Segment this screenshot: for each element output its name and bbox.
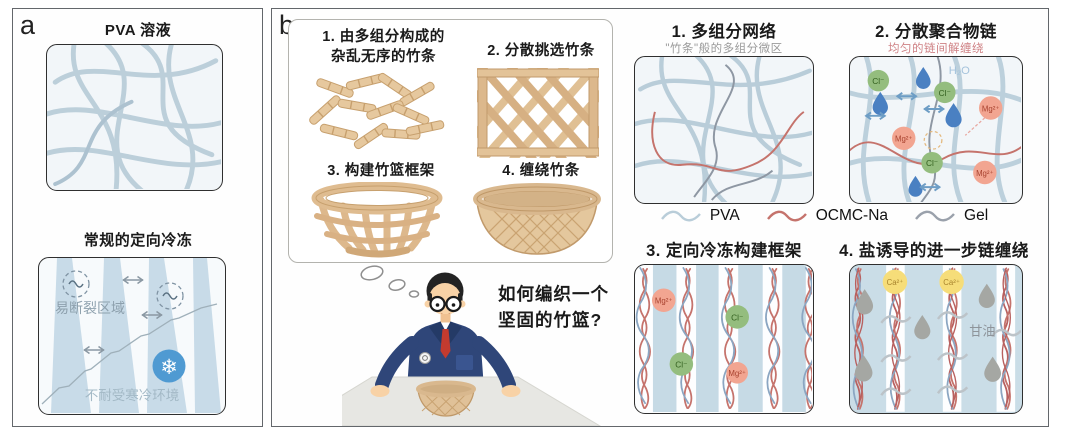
tie xyxy=(440,329,451,359)
legend-item-pva: PVA xyxy=(660,207,740,225)
person xyxy=(407,272,484,389)
section1-subtitle: "竹条"般的多组分微区 xyxy=(665,43,783,55)
step2-title: 2. 分散挑选竹条 xyxy=(487,43,595,59)
chain-legend: PVA OCMC-Na Gel xyxy=(624,207,1024,225)
thinking-person-illustration xyxy=(342,265,601,426)
cl-ion-icon: Cl⁻ xyxy=(921,151,943,174)
stress-circle-icon xyxy=(156,282,184,310)
crack-line xyxy=(41,303,218,405)
panel-a: a PVA 溶液 常规的定向冷冻 xyxy=(12,8,263,427)
ca-ion-icon: Ca²⁺ xyxy=(882,269,908,295)
pva-wave-icon xyxy=(660,210,701,222)
section2-subtitle: 均匀的链间解缠绕 xyxy=(888,43,984,55)
ca-ion-icon: Ca²⁺ xyxy=(939,269,964,295)
cold-env-label: 不耐受寒冷环境 xyxy=(85,387,180,403)
freezing-box: 易断裂区域 ❄ 不耐受寒冷环境 xyxy=(38,257,226,415)
cl-ion-icon: Cl⁻ xyxy=(725,305,749,329)
salt-entangle-illustration: Ca²⁺ Ca²⁺ 甘油 xyxy=(850,265,1021,412)
cl-ion-icon: Cl⁻ xyxy=(934,81,956,104)
mg-ion-icon: Mg²⁺ xyxy=(978,96,1003,120)
freeze-framework-box: Mg²⁺ Cl⁻ Cl⁻ Mg²⁺ xyxy=(634,264,814,414)
step3-title: 3. 构建竹篮框架 xyxy=(327,163,435,179)
svg-text:Ca²⁺: Ca²⁺ xyxy=(943,278,960,287)
cl-ion-icon: Cl⁻ xyxy=(867,69,890,92)
step4-title: 4. 缠绕竹条 xyxy=(502,163,580,179)
multicomponent-network-box xyxy=(634,56,814,204)
basket-frame-illustration xyxy=(311,182,443,258)
h2o-label: H₂O xyxy=(949,65,970,77)
svg-text:Mg²⁺: Mg²⁺ xyxy=(655,297,673,306)
cl-ion-icon: Cl⁻ xyxy=(669,352,694,376)
section3-title: 3. 定向冷冻构建框架 xyxy=(646,242,802,260)
svg-text:Mg²⁺: Mg²⁺ xyxy=(976,169,994,178)
svg-text:Cl⁻: Cl⁻ xyxy=(939,88,951,98)
svg-text:Cl⁻: Cl⁻ xyxy=(731,312,743,322)
legend-item-gel: Gel xyxy=(914,207,988,225)
pva-network-illustration xyxy=(47,45,221,189)
badge-icon xyxy=(419,352,431,364)
svg-text:Mg²⁺: Mg²⁺ xyxy=(895,135,913,144)
fragile-zone-label: 易断裂区域 xyxy=(55,300,125,316)
panel-b: b 1. 由多组分构成的 杂乱无序的竹条 2. 分散挑选竹条 xyxy=(271,8,1049,427)
svg-text:❄: ❄ xyxy=(160,356,178,379)
svg-text:Mg²⁺: Mg²⁺ xyxy=(982,104,1000,113)
stress-circle-icon xyxy=(62,270,90,298)
woven-basket-illustration xyxy=(473,183,601,255)
panel-a-label: a xyxy=(20,10,36,40)
thought-bubbles-icon xyxy=(360,265,420,298)
basket-steps-box: 1. 由多组分构成的 杂乱无序的竹条 2. 分散挑选竹条 xyxy=(288,19,613,263)
mg-ion-icon: Mg²⁺ xyxy=(973,160,997,185)
dispersed-chains-box: H₂O Cl⁻ Cl⁻ Cl⁻ Mg²⁺ Mg²⁺ Mg²⁺ xyxy=(849,56,1023,204)
dispersed-chains-illustration: H₂O Cl⁻ Cl⁻ Cl⁻ Mg²⁺ Mg²⁺ Mg²⁺ xyxy=(850,57,1021,202)
mg-ion-icon: Mg²⁺ xyxy=(651,288,676,313)
step1-title: 1. 由多组分构成的 杂乱无序的竹条 xyxy=(322,29,445,65)
salt-entangle-box: Ca²⁺ Ca²⁺ 甘油 xyxy=(849,264,1023,414)
gel-wave-icon xyxy=(915,210,955,222)
conventional-freezing-title: 常规的定向冷冻 xyxy=(83,232,193,249)
lattice-illustration xyxy=(477,68,599,158)
pva-network-box xyxy=(46,44,223,191)
question-text: 如何编织一个 坚固的竹篮? xyxy=(498,284,609,331)
snowflake-icon: ❄ xyxy=(152,349,186,383)
scattered-sticks-illustration xyxy=(307,72,446,151)
table-basket-icon xyxy=(416,380,476,417)
legend-item-ocmc: OCMC-Na xyxy=(766,207,888,225)
ocmc-wave-icon xyxy=(766,210,807,222)
svg-text:Cl⁻: Cl⁻ xyxy=(675,359,687,369)
pva-solution-title: PVA 溶液 xyxy=(104,22,172,39)
svg-text:Mg²⁺: Mg²⁺ xyxy=(728,369,746,378)
section2-title: 2. 分散聚合物链 xyxy=(875,23,997,41)
section1-title: 1. 多组分网络 xyxy=(671,23,777,41)
section4-title: 4. 盐诱导的进一步链缠绕 xyxy=(839,242,1029,260)
freezing-illustration: 易断裂区域 ❄ 不耐受寒冷环境 xyxy=(41,258,221,413)
mg-ion-icon: Mg²⁺ xyxy=(726,362,748,384)
svg-text:Ca²⁺: Ca²⁺ xyxy=(887,278,904,287)
arms xyxy=(375,336,516,392)
multicomponent-network-illustration xyxy=(635,57,812,202)
svg-text:Cl⁻: Cl⁻ xyxy=(926,158,938,168)
glycerol-label: 甘油 xyxy=(969,324,995,339)
svg-text:Cl⁻: Cl⁻ xyxy=(872,76,884,86)
freeze-framework-illustration: Mg²⁺ Cl⁻ Cl⁻ Mg²⁺ xyxy=(635,265,812,412)
glasses-icon xyxy=(429,295,462,313)
mg-ion-icon: Mg²⁺ xyxy=(892,126,916,151)
